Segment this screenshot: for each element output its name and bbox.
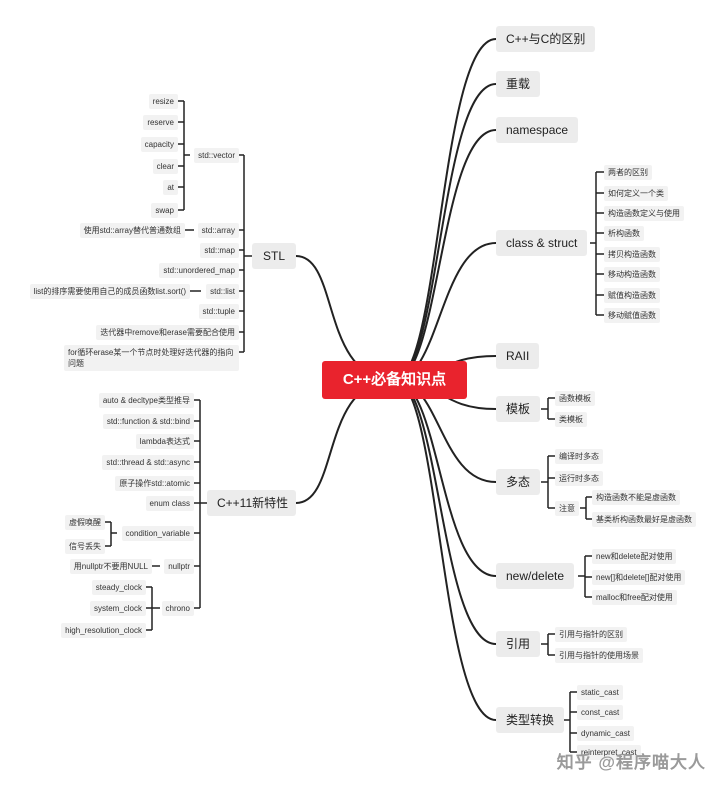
class-item[interactable]: 赋值构造函数 (604, 288, 660, 303)
stl-erase-note[interactable]: for循环erase某一个节点时处理好迭代器的指向问题 (64, 345, 239, 371)
stl-list[interactable]: std::list (206, 284, 239, 299)
topic-reference[interactable]: 引用 (496, 631, 541, 657)
list-note[interactable]: list的排序需要使用自己的成员函数list.sort() (29, 284, 190, 299)
poly-note-item[interactable]: 构造函数不能是虚函数 (592, 490, 680, 505)
class-item[interactable]: 析构函数 (604, 226, 644, 241)
newdelete-item[interactable]: malloc和free配对使用 (592, 590, 677, 605)
cast-item[interactable]: reinterpret_cast (577, 745, 641, 760)
topic-class-struct[interactable]: class & struct (496, 230, 588, 256)
class-item[interactable]: 构造函数定义与使用 (604, 206, 684, 221)
poly-note-item[interactable]: 基类析构函数最好是虚函数 (592, 512, 696, 527)
vector-item[interactable]: capacity (140, 137, 178, 152)
poly-item-note[interactable]: 注意 (555, 501, 579, 516)
topic-stl[interactable]: STL (252, 243, 296, 269)
cpp11-nullptr[interactable]: nullptr (164, 559, 194, 574)
class-item[interactable]: 拷贝构造函数 (604, 247, 660, 262)
stl-tuple[interactable]: std::tuple (198, 304, 239, 319)
vector-item[interactable]: at (163, 180, 178, 195)
topic-type-cast[interactable]: 类型转换 (496, 707, 565, 733)
template-item[interactable]: 函数模板 (555, 391, 595, 406)
cond-item[interactable]: 虚假唤醒 (65, 515, 105, 530)
chrono-item[interactable]: steady_clock (91, 580, 146, 595)
topic-cdiff[interactable]: C++与C的区别 (496, 26, 596, 52)
vector-item[interactable]: reserve (143, 115, 178, 130)
cpp11-item[interactable]: enum class (145, 496, 194, 511)
template-item[interactable]: 类模板 (555, 412, 587, 427)
class-item[interactable]: 移动构造函数 (604, 267, 660, 282)
class-item[interactable]: 如何定义一个类 (604, 186, 668, 201)
newdelete-item[interactable]: new和delete配对使用 (592, 549, 677, 564)
topic-namespace[interactable]: namespace (496, 117, 579, 143)
chrono-item[interactable]: system_clock (89, 601, 146, 616)
stl-map[interactable]: std::map (200, 243, 239, 258)
watermark: 知乎 @程序喵大人 (556, 753, 706, 772)
vector-item[interactable]: swap (151, 203, 178, 218)
topic-new-delete[interactable]: new/delete (496, 563, 575, 589)
topic-raii[interactable]: RAII (496, 343, 540, 369)
cast-item[interactable]: static_cast (577, 685, 623, 700)
stl-unordered-map[interactable]: std::unordered_map (159, 263, 239, 278)
cpp11-item[interactable]: std::thread & std::async (102, 455, 194, 470)
vector-item[interactable]: clear (152, 159, 178, 174)
cast-item[interactable]: dynamic_cast (577, 726, 634, 741)
cpp11-chrono[interactable]: chrono (161, 601, 194, 616)
cpp11-item[interactable]: lambda表达式 (135, 434, 194, 449)
topic-template[interactable]: 模板 (496, 396, 541, 422)
stl-vector[interactable]: std::vector (194, 148, 239, 163)
ref-item[interactable]: 引用与指针的区别 (555, 627, 627, 642)
root-node[interactable]: C++必备知识点 (322, 361, 467, 399)
class-item[interactable]: 移动赋值函数 (604, 308, 660, 323)
array-note[interactable]: 使用std::array替代普通数组 (79, 223, 185, 238)
poly-item[interactable]: 编译时多态 (555, 449, 603, 464)
stl-array[interactable]: std::array (197, 223, 239, 238)
vector-item[interactable]: resize (148, 94, 178, 109)
topic-overload[interactable]: 重载 (496, 71, 541, 97)
stl-iterator-note[interactable]: 迭代器中remove和erase需要配合使用 (96, 325, 239, 340)
newdelete-item[interactable]: new[]和delete[]配对使用 (592, 570, 686, 585)
ref-item[interactable]: 引用与指针的使用场景 (555, 648, 643, 663)
nullptr-note[interactable]: 用nullptr不要用NULL (69, 559, 152, 574)
cpp11-item[interactable]: auto & decltype类型推导 (98, 393, 194, 408)
poly-item[interactable]: 运行时多态 (555, 471, 603, 486)
cond-item[interactable]: 信号丢失 (65, 539, 105, 554)
cast-item[interactable]: const_cast (577, 705, 624, 720)
cpp11-item[interactable]: std::function & std::bind (102, 414, 194, 429)
cpp11-condition-variable[interactable]: condition_variable (121, 526, 194, 541)
chrono-item[interactable]: high_resolution_clock (61, 623, 146, 638)
topic-cpp11[interactable]: C++11新特性 (207, 490, 296, 516)
cpp11-item[interactable]: 原子操作std::atomic (115, 476, 194, 491)
topic-polymorphism[interactable]: 多态 (496, 469, 541, 495)
class-item[interactable]: 两者的区别 (604, 165, 652, 180)
